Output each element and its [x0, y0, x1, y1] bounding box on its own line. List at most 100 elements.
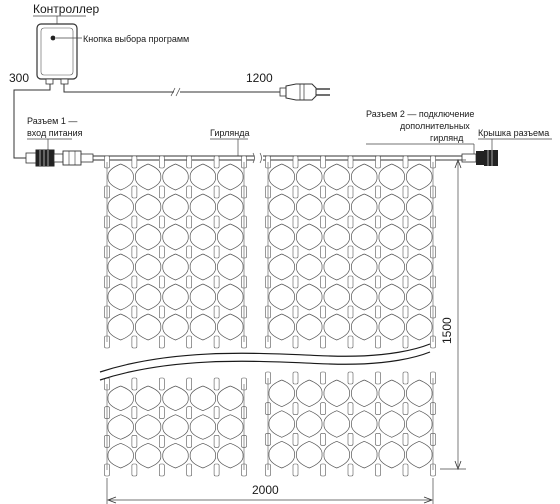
net-block-top-left-cells	[107, 163, 244, 341]
connector2-label-line3: гирлянд	[430, 133, 464, 143]
bulb-icon	[402, 335, 409, 349]
bulb-icon	[213, 155, 220, 169]
bulb-icon	[292, 371, 299, 385]
bulb-icon	[159, 377, 165, 391]
program-button-icon	[50, 35, 56, 41]
bulb-icon	[159, 245, 165, 259]
bulb-icon	[320, 275, 326, 289]
controller-label: Контроллер	[33, 2, 100, 16]
bulb-icon	[186, 155, 192, 169]
bulb-icon	[292, 155, 299, 169]
bulb-icon	[131, 305, 138, 319]
top-cable-break	[252, 152, 262, 164]
bulb-icon	[292, 305, 299, 319]
bulb-icon	[186, 215, 192, 229]
height-label: 1500	[440, 317, 454, 344]
bulb-icon	[375, 402, 381, 415]
net-break-wave	[99, 343, 431, 373]
bulb-icon	[186, 185, 192, 199]
bulb-icon	[375, 305, 381, 319]
program-button-label: Кнопка выбора программ	[83, 34, 189, 44]
bulb-icon	[375, 155, 381, 169]
bulb-icon	[131, 155, 138, 169]
bulb-icon	[159, 185, 165, 199]
bulb-icon	[292, 245, 299, 259]
connector2-icon	[461, 150, 498, 166]
bulb-icon	[292, 463, 299, 477]
bulb-icon	[347, 433, 354, 446]
bulb-icon	[186, 406, 192, 419]
bulb-icon	[402, 402, 409, 415]
controller-port-right	[60, 78, 69, 85]
controller-cable	[13, 84, 51, 159]
bulb-icon	[375, 185, 381, 199]
bulb-icon	[402, 275, 409, 289]
bulb-icon	[347, 463, 354, 477]
bulb-icon	[320, 215, 326, 229]
bulb-icon	[375, 463, 381, 477]
connector1-label-line2: вход питания	[27, 128, 83, 138]
bulb-icon	[131, 435, 138, 448]
bulb-icon	[159, 275, 165, 289]
net-block-top-right-cells	[268, 163, 433, 341]
bulb-icon	[213, 435, 220, 448]
len-300-label: 300	[9, 71, 29, 85]
cap-label: Крышка разъема	[478, 128, 549, 138]
bulb-icon	[375, 215, 381, 229]
height-dim-arrow-top	[454, 158, 462, 169]
controller-inner	[40, 27, 74, 76]
bulb-icon	[213, 406, 220, 419]
bulb-icon	[213, 185, 220, 199]
controller-port-left	[45, 78, 54, 85]
bulb-icon	[292, 433, 299, 446]
net-block-bottom-left	[104, 377, 247, 477]
bulb-icon	[131, 335, 138, 349]
connector2-label-line1: Разъем 2 — подключение	[366, 109, 474, 119]
bulb-icon	[402, 371, 409, 385]
connector1-label-line1: Разъем 1 —	[27, 116, 77, 126]
height-dim-arrow-bottom	[454, 460, 462, 471]
len-1200-label: 1200	[246, 71, 273, 85]
width-label: 2000	[252, 483, 279, 497]
bulb-icon	[320, 155, 326, 169]
bulb-icon	[402, 463, 409, 477]
bulb-icon	[402, 215, 409, 229]
bulb-icon	[347, 245, 354, 259]
controller	[36, 23, 78, 85]
bulb-icon	[402, 305, 409, 319]
power-cable	[63, 84, 174, 93]
bulb-icon	[347, 215, 354, 229]
bulb-icon	[320, 433, 326, 446]
bulb-icon	[186, 275, 192, 289]
connector1-icon	[25, 149, 94, 167]
bulb-icon	[159, 335, 165, 349]
bulb-icon	[131, 463, 138, 477]
net-break-wave-2	[99, 351, 431, 381]
bulb-icon	[347, 335, 354, 349]
bulb-icon	[375, 275, 381, 289]
bulb-icon	[186, 435, 192, 448]
bulb-icon	[292, 275, 299, 289]
bulb-icon	[186, 463, 192, 477]
bulb-icon	[320, 463, 326, 477]
net-block-bottom-right-cells	[268, 379, 433, 469]
bulb-icon	[213, 377, 220, 391]
bulb-icon	[213, 215, 220, 229]
bulb-icon	[320, 185, 326, 199]
bulb-icon	[159, 406, 165, 419]
bulb-icon	[320, 402, 326, 415]
bulb-icon	[402, 245, 409, 259]
garland-label: Гирлянда	[210, 128, 249, 138]
power-plug-icon	[279, 83, 330, 101]
bulb-icon	[159, 435, 165, 448]
net-block-bottom-right	[265, 371, 436, 477]
bulb-icon	[213, 245, 220, 259]
bulb-icon	[292, 335, 299, 349]
bulb-icon	[292, 402, 299, 415]
garland-top-cable-a	[93, 155, 254, 161]
power-cable-break	[170, 87, 181, 97]
bulb-icon	[347, 155, 354, 169]
bulb-icon	[159, 215, 165, 229]
width-dim-arrow-right	[423, 496, 434, 504]
bulb-icon	[347, 185, 354, 199]
